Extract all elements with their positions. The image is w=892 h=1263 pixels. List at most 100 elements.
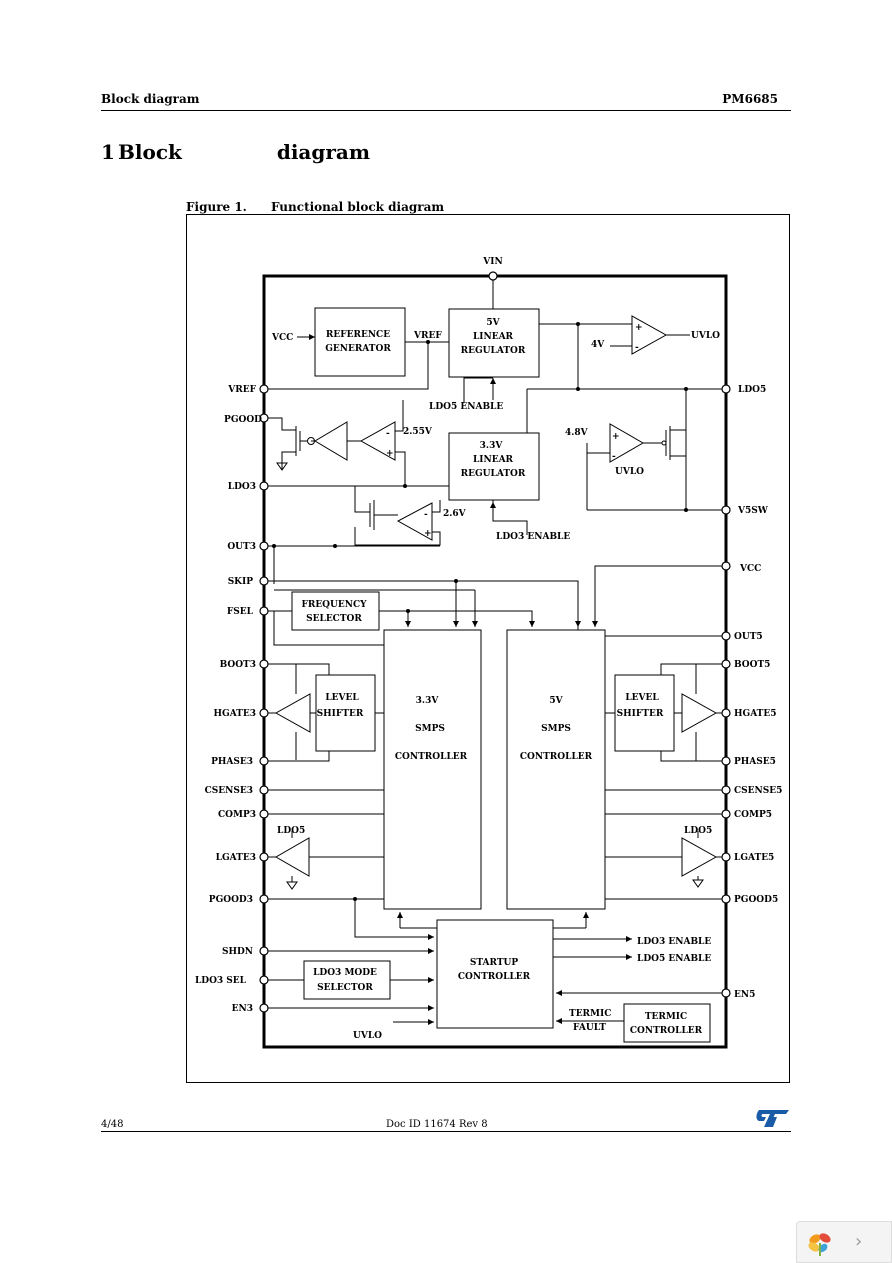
running-header-section: Block diagram — [101, 92, 200, 106]
svg-text:+: + — [424, 529, 432, 539]
termic-controller-block — [623, 1003, 711, 1043]
smps-3v3-controller-block — [383, 629, 482, 910]
pin-label-lgate5: LGATE5 — [734, 853, 774, 863]
smps5-label-1: 5V — [549, 696, 563, 706]
svg-text:-: - — [635, 343, 639, 353]
reference-generator-label-2: GENERATOR — [325, 344, 391, 354]
4v-label: 4V — [591, 340, 605, 350]
pin-label-vref: VREF — [227, 385, 256, 395]
pin-label-comp5: COMP5 — [734, 810, 772, 820]
reg33-label-3: REGULATOR — [461, 469, 526, 479]
pin-label-csense5: CSENSE5 — [734, 786, 782, 796]
figure-frame — [186, 214, 790, 1083]
pin-label-out5: OUT5 — [734, 632, 763, 642]
ldo3-enable-input-label: LDO3 ENABLE — [496, 532, 570, 542]
termic-fault-label-1: TERMIC — [569, 1009, 611, 1019]
pin-label-fsel: FSEL — [227, 607, 254, 617]
smps5-label-3: CONTROLLER — [520, 752, 593, 762]
smps5-label-2: SMPS — [541, 724, 571, 734]
linear-regulator-3v3-block — [448, 432, 540, 501]
smps-5v-controller-block — [506, 629, 606, 910]
pin-label-skip: SKIP — [228, 577, 254, 587]
svg-text:-: - — [386, 429, 390, 439]
reg5-label-2: LINEAR — [473, 332, 514, 342]
svg-text:+: + — [635, 323, 643, 333]
ldo3mode-label-2: SELECTOR — [317, 983, 373, 993]
pin-label-ldo3: LDO3 — [228, 482, 256, 492]
uvlo-output-label: UVLO — [691, 331, 720, 341]
lgate5-driver — [681, 837, 718, 877]
pin-label-pgood5: PGOOD5 — [734, 895, 778, 905]
ldo5-enable-input-label: LDO5 ENABLE — [429, 402, 503, 412]
pin-label-lgate3: LGATE3 — [216, 853, 256, 863]
reference-generator-label-1: REFERENCE — [326, 330, 390, 340]
svg-text:-: - — [612, 452, 616, 462]
pin-label-shdn: SHDN — [222, 947, 253, 957]
vref-internal-label: VREF — [413, 331, 442, 341]
pin-label-vin: VIN — [482, 257, 502, 267]
pin-label-hgate3: HGATE3 — [214, 709, 257, 719]
termic-label-2: CONTROLLER — [630, 1026, 703, 1036]
freq-label-1: FREQUENCY — [301, 600, 367, 610]
hgate5-driver — [681, 693, 718, 733]
pgood-comparator — [359, 421, 396, 461]
pin-label-en3: EN3 — [232, 1004, 253, 1014]
pin-label-csense3: CSENSE3 — [205, 786, 253, 796]
viewer-nav-widget[interactable]: › — [796, 1221, 892, 1263]
footer-page-number: 4/48 — [101, 1119, 124, 1130]
ldo3-enable-output-label: LDO3 ENABLE — [637, 937, 711, 947]
ldo3-mode-selector-block — [303, 960, 391, 1000]
level5-label-2: SHIFTER — [617, 709, 664, 719]
ldo3mode-label-1: LDO3 MODE — [313, 968, 377, 978]
pin-label-boot3: BOOT3 — [220, 660, 256, 670]
level3-label-2: SHIFTER — [317, 709, 364, 719]
termic-fault-label-2: FAULT — [573, 1023, 606, 1033]
pin-label-ldo3-sel: LDO3 SEL — [195, 976, 247, 986]
footer-doc-id: Doc ID 11674 Rev 8 — [386, 1119, 488, 1130]
pin-label-pgood3: PGOOD3 — [209, 895, 253, 905]
svg-text:+: + — [386, 449, 394, 459]
ldo5-supply-label-3: LDO5 — [277, 826, 305, 836]
st-logo — [755, 1106, 791, 1132]
hgate3-driver — [274, 693, 311, 733]
termic-label-1: TERMIC — [645, 1012, 687, 1022]
pin-label-pgood: PGOOD — [224, 415, 262, 425]
pin-label-vcc: VCC — [739, 564, 761, 574]
reg33-label-2: LINEAR — [473, 455, 514, 465]
chevron-right-icon[interactable]: › — [855, 1231, 863, 1252]
4v8-label: 4.8V — [565, 428, 589, 438]
reg5-label-1: 5V — [486, 318, 500, 328]
pin-vin — [488, 271, 498, 281]
pin-label-v5sw: V5SW — [737, 506, 769, 516]
pin-label-boot5: BOOT5 — [734, 660, 770, 670]
level3-label-1: LEVEL — [325, 693, 359, 703]
startup-label-1: STARTUP — [470, 958, 519, 968]
level5-label-1: LEVEL — [625, 693, 659, 703]
figure-label: Figure 1. — [186, 200, 247, 214]
pin-label-ldo5: LDO5 — [738, 385, 766, 395]
2v6-label: 2.6V — [443, 509, 467, 519]
flower-logo-icon — [805, 1229, 835, 1261]
pin-label-out3: OUT3 — [227, 542, 256, 552]
uvlo-startup-label: UVLO — [353, 1031, 382, 1041]
running-header-part-number: PM6685 — [722, 92, 778, 106]
pgood-buffer — [314, 421, 348, 461]
startup-label-2: CONTROLLER — [458, 972, 531, 982]
footer-rule — [101, 1131, 791, 1132]
ldo5-enable-output-label: LDO5 ENABLE — [637, 954, 711, 964]
svg-text:-: - — [424, 510, 428, 520]
pin-label-hgate5: HGATE5 — [734, 709, 777, 719]
ic-outline — [262, 274, 728, 1049]
2v55-label: 2.55V — [403, 427, 433, 437]
vcc-input-label: VCC — [271, 333, 293, 343]
linear-regulator-5v-block — [448, 308, 540, 378]
reg5-label-3: REGULATOR — [461, 346, 526, 356]
freq-label-2: SELECTOR — [306, 614, 362, 624]
smps3-label-3: CONTROLLER — [395, 752, 468, 762]
smps3-label-1: 3.3V — [416, 696, 440, 706]
pin-label-comp3: COMP3 — [218, 810, 256, 820]
figure-title: Functional block diagram — [271, 200, 445, 214]
reg33-label-1: 3.3V — [480, 441, 504, 451]
ldo5-supply-label-5: LDO5 — [684, 826, 712, 836]
